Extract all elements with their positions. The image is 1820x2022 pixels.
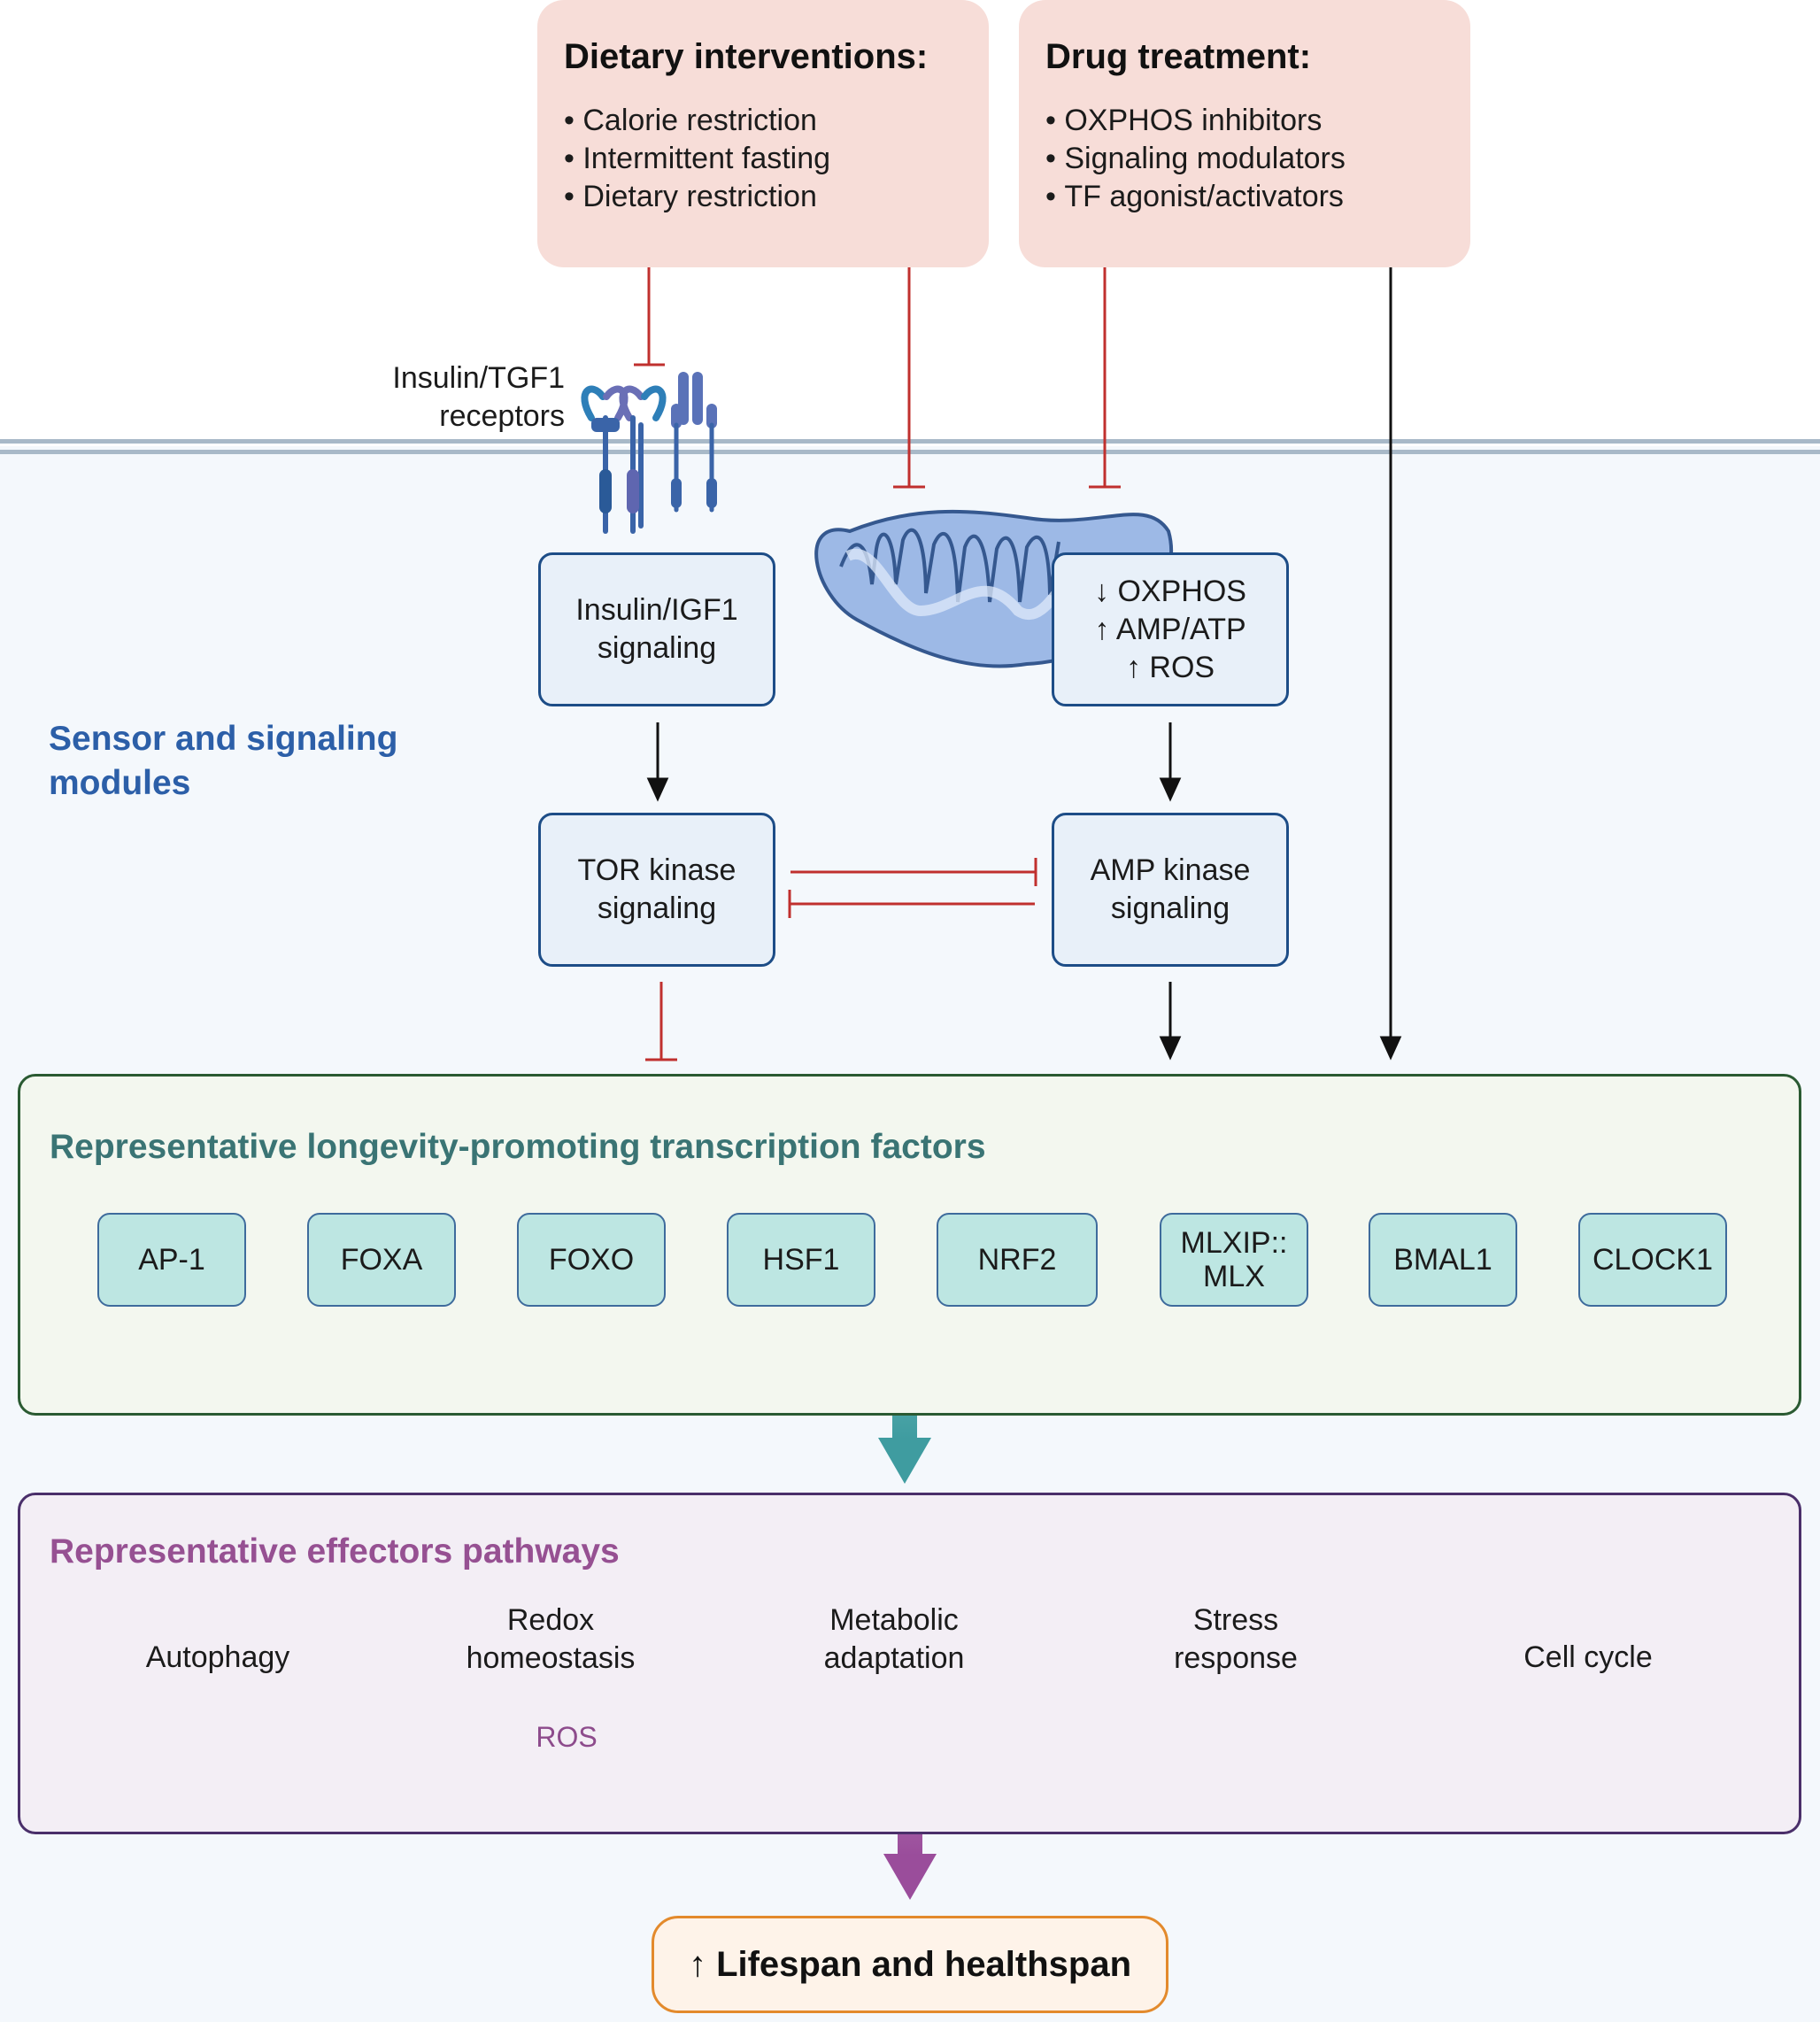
effector-label-line: homeostasis [466,1641,636,1675]
tf-label: AP-1 [138,1243,205,1277]
ampk-node-line1: AMP kinase [1090,853,1251,887]
list-item: Dietary restriction [564,178,962,216]
tf-label: MLXIP:: [1180,1226,1288,1260]
ampk-node-line2: signaling [1110,891,1230,925]
effector-label-line: Cell cycle [1523,1640,1653,1674]
tf-foxa: FOXA [307,1213,456,1307]
transcription-factors-panel [18,1074,1801,1416]
insulin-igf1-signaling-node: Insulin/IGF1 signaling [538,552,775,706]
module-title-line1: Sensor and signaling [49,720,398,758]
effector-label-line: Redox [506,1603,595,1637]
tf-foxo: FOXO [517,1213,666,1307]
tf-ap1: AP-1 [97,1213,246,1307]
effector-label-line: response [1174,1641,1298,1675]
amp-atp-increase-label: ↑ AMP/ATP [1094,612,1246,646]
tf-mlxip-mlx: MLXIP:: MLX [1160,1213,1308,1307]
ros-increase-label: ↑ ROS [1125,650,1215,684]
effector-label-line: Autophagy [145,1640,290,1674]
receptor-icon [581,372,717,534]
list-item: Signaling modulators [1045,140,1444,178]
insulin-node-line1: Insulin/IGF1 [575,593,738,627]
outcome-label: ↑ Lifespan and healthspan [688,1944,1132,1984]
drug-treatment-title: Drug treatment: [1045,37,1312,76]
list-item: OXPHOS inhibitors [1045,102,1444,140]
tor-kinase-signaling-node: TOR kinase signaling [538,813,775,967]
tf-label: HSF1 [762,1243,840,1277]
list-item: TF agonist/activators [1045,178,1444,216]
receptor-label-line2: receptors [439,399,565,433]
tor-node-line1: TOR kinase [577,853,736,887]
tf-clock1: CLOCK1 [1578,1213,1727,1307]
drug-treatment-list: OXPHOS inhibitors Signaling modulators T… [1045,102,1444,216]
module-title-line2: modules [49,764,191,802]
list-item: Calorie restriction [564,102,962,140]
tf-label: CLOCK1 [1592,1243,1714,1277]
tf-label: BMAL1 [1393,1243,1492,1277]
dietary-interventions-title: Dietary interventions: [564,37,929,76]
tf-label: NRF2 [977,1243,1057,1277]
oxphos-decrease-label: ↓ OXPHOS [1094,574,1246,608]
tf-nrf2: NRF2 [937,1213,1098,1307]
outcome-box: ↑ Lifespan and healthspan [652,1916,1168,2013]
effector-pathways-panel [18,1493,1801,1834]
tf-label: FOXA [340,1243,423,1277]
insulin-node-line2: signaling [597,631,717,665]
module-title: Sensor and signaling modules [49,717,397,806]
list-item: Intermittent fasting [564,140,962,178]
mitochondrial-status-node: ↓ OXPHOS ↑ AMP/ATP ↑ ROS [1052,552,1289,706]
transcription-factors-title: Representative longevity-promoting trans… [50,1128,986,1166]
activation-arrows [646,267,1402,1061]
drug-treatment-box: Drug treatment: OXPHOS inhibitors Signal… [1019,0,1470,267]
tor-node-line2: signaling [597,891,717,925]
receptor-label-line1: Insulin/TGF1 [392,361,565,395]
inhibition-connectors [634,267,1121,1061]
effector-autophagy-label: Autophagy [85,1639,351,1677]
effector-label-line: adaptation [823,1641,965,1675]
dietary-interventions-box: Dietary interventions: Calorie restricti… [537,0,989,267]
tf-bmal1: BMAL1 [1369,1213,1517,1307]
tf-hsf1: HSF1 [727,1213,875,1307]
effector-pathways-title: Representative effectors pathways [50,1532,620,1571]
tf-label: MLX [1203,1260,1265,1293]
effector-cell-cycle-label: Cell cycle [1455,1639,1721,1677]
tf-label: FOXO [548,1243,635,1277]
effector-label-line: Metabolic [829,1603,959,1637]
ros-icon-label: ROS [536,1721,598,1753]
effector-metabolic-label: Metabolic adaptation [761,1601,1027,1678]
effector-label-line: Stress [1192,1603,1279,1637]
dietary-interventions-list: Calorie restriction Intermittent fasting… [564,102,962,216]
amp-kinase-signaling-node: AMP kinase signaling [1052,813,1289,967]
effector-stress-label: Stress response [1103,1601,1369,1678]
effector-redox-label: Redox homeostasis [418,1601,683,1678]
receptor-label: Insulin/TGF1 receptors [336,359,565,436]
